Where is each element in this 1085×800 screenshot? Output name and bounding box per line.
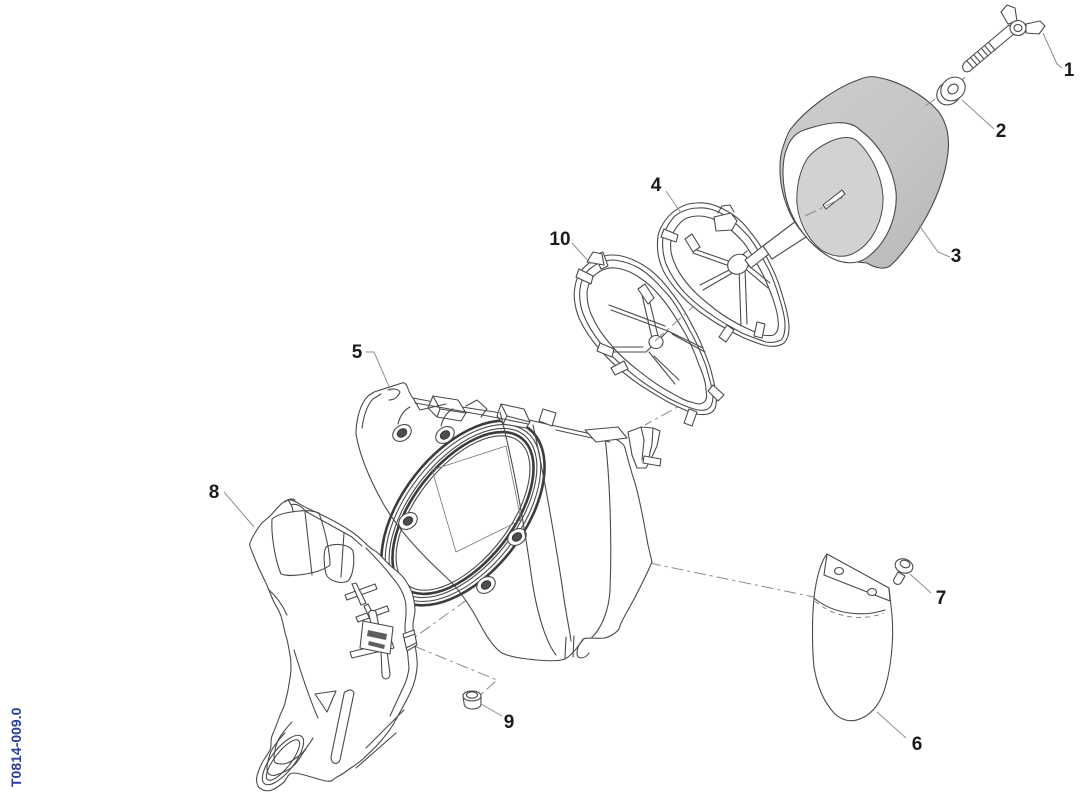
svg-text:2: 2: [996, 121, 1007, 142]
svg-text:6: 6: [912, 734, 923, 755]
svg-text:7: 7: [936, 588, 947, 609]
svg-text:4: 4: [651, 175, 662, 196]
svg-text:1: 1: [1064, 60, 1075, 81]
svg-text:T0814-009.0: T0814-009.0: [8, 707, 24, 787]
svg-text:10: 10: [549, 229, 570, 250]
svg-text:3: 3: [951, 246, 962, 267]
svg-text:5: 5: [352, 342, 363, 363]
svg-text:9: 9: [504, 712, 515, 733]
svg-text:8: 8: [209, 482, 220, 503]
